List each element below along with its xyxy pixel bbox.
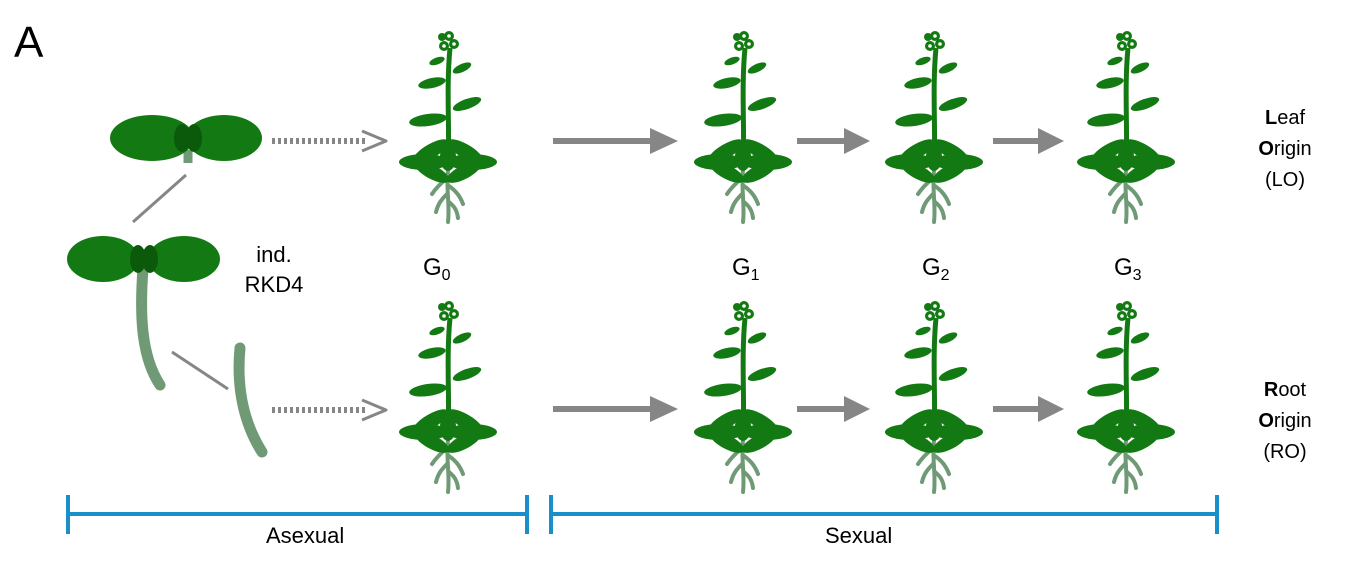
plant-ro-g3 — [1077, 301, 1175, 492]
sexual-label: Sexual — [825, 523, 893, 548]
arrow-ro-g0-g1 — [553, 396, 678, 422]
regeneration-arrow-root — [272, 398, 388, 422]
plant-ro-g0 — [399, 301, 497, 492]
plant-lo-g3 — [1077, 31, 1175, 222]
panel-label: A — [14, 18, 44, 67]
arrow-ro-g2-g3 — [993, 396, 1064, 422]
plant-ro-g1 — [694, 301, 792, 492]
generation-label-g3: G3 — [1114, 254, 1142, 284]
generation-label-g1: G1 — [732, 254, 760, 284]
leaf-origin-label: Leaf Origin (LO) — [1258, 107, 1312, 191]
arrow-lo-g0-g1 — [553, 128, 678, 154]
plant-lo-g1 — [694, 31, 792, 222]
seedling-whole — [67, 236, 220, 391]
plant-ro-g2 — [885, 301, 983, 492]
asexual-label: Asexual — [266, 523, 345, 548]
generation-label-g0: G0 — [423, 254, 451, 284]
seedling-leaf-origin — [110, 115, 262, 163]
generation-label-g2: G2 — [922, 254, 950, 284]
induction-label: ind. RKD4 — [238, 240, 310, 300]
arrow-lo-g2-g3 — [993, 128, 1064, 154]
regeneration-arrow-leaf — [272, 129, 388, 153]
cut-line-leaf — [132, 173, 187, 224]
plant-lo-g0 — [399, 31, 497, 222]
plant-lo-g2 — [885, 31, 983, 222]
root-segment — [233, 342, 268, 458]
root-origin-label: Root Origin (RO) — [1258, 379, 1312, 463]
cut-line-root — [171, 350, 229, 391]
arrow-lo-g1-g2 — [797, 128, 870, 154]
induction-line2: RKD4 — [244, 272, 304, 297]
asexual-bracket — [66, 495, 529, 534]
induction-line1: ind. — [256, 242, 292, 267]
sexual-bracket — [549, 495, 1219, 534]
arrow-ro-g1-g2 — [797, 396, 870, 422]
